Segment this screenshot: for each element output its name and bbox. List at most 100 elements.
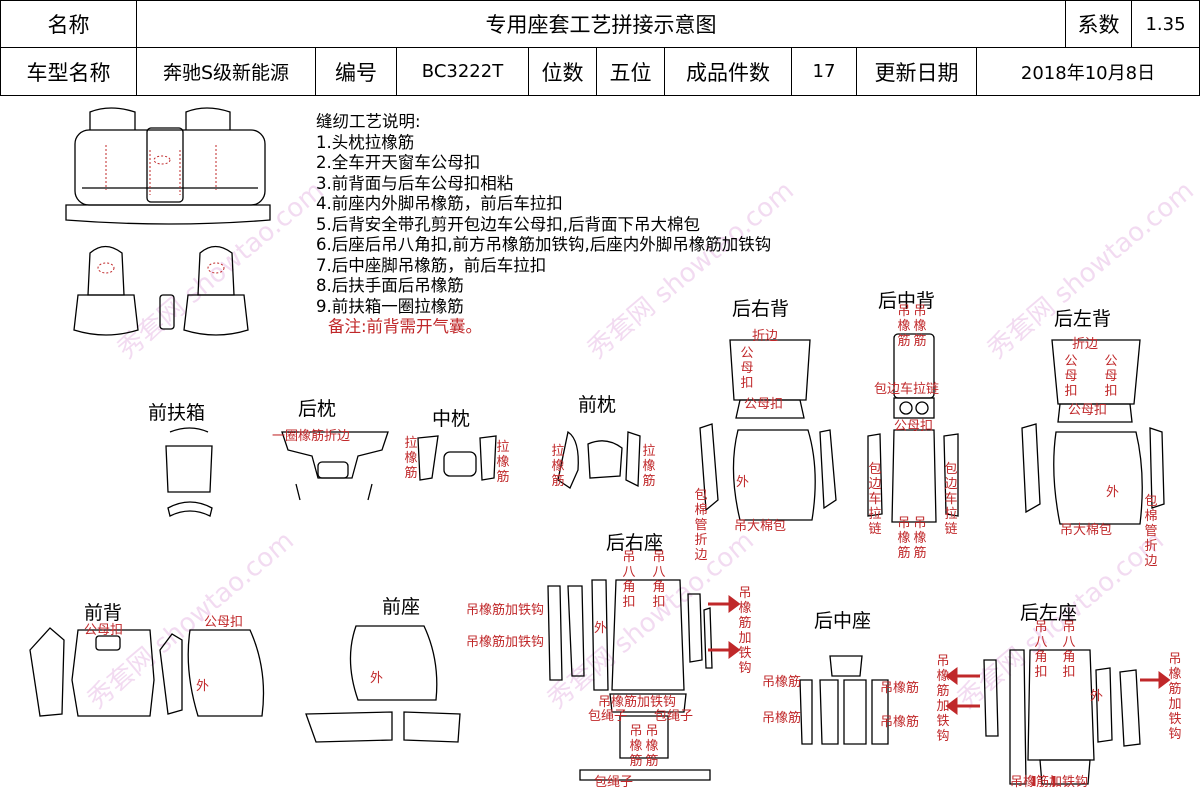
note-fold-edge: 折边	[752, 329, 779, 344]
model-label: 车型名称	[0, 47, 137, 96]
rear-right-seat-piece	[547, 579, 713, 781]
note-elastic-hook: 吊橡筋加铁钩	[598, 695, 677, 710]
label-rear-right-seat: 后右座	[606, 532, 664, 554]
note-hang-elastic: 吊橡筋	[897, 516, 911, 561]
note-snap-short: 公母扣	[1068, 403, 1108, 418]
note-hang-octagon: 吊八角扣	[1062, 620, 1076, 680]
label-front-armrest-box: 前扶箱	[148, 402, 206, 424]
front-seats-overview	[73, 245, 249, 336]
front-headrest-piece	[557, 430, 641, 489]
note-fold-edge: 折边	[1072, 337, 1099, 352]
note-snap: 公母扣	[1104, 354, 1118, 399]
pieces-value: 17	[791, 47, 857, 96]
note-wrap-pull-chain: 包边车拉链	[874, 382, 940, 397]
rear-right-back-piece	[699, 339, 837, 521]
note-wrap-rope: 包绳子	[654, 709, 694, 724]
name-label: 名称	[0, 0, 137, 48]
note-hang-elastic: 吊橡筋	[645, 724, 659, 769]
note-elastic-hook: 吊橡筋加铁钩	[936, 654, 950, 744]
note-wrap-rope-bottom: 包绳子	[594, 775, 634, 790]
seats-label: 位数	[528, 47, 597, 96]
note-elastic-hook: 吊橡筋加铁钩	[738, 586, 752, 676]
sewing-notes: 缝纫工艺说明: 1.头枕拉橡筋 2.全车开天窗车公母扣 3.前背面与后车公母扣相…	[316, 112, 771, 338]
note-pull-elastic: 拉橡筋	[404, 436, 418, 481]
note-edge-pull-chain: 包边车拉链	[944, 462, 958, 537]
label-rear-headrest: 后枕	[298, 398, 337, 420]
seats-value: 五位	[596, 47, 665, 96]
date-value: 2018年10月8日	[976, 47, 1200, 96]
note-snap-mid: 公母扣	[894, 419, 934, 434]
pieces-label: 成品件数	[664, 47, 792, 96]
rear-headrest-piece	[281, 431, 389, 501]
note-elastic-hook: 吊橡筋加铁钩	[1010, 775, 1089, 790]
note-hang-elastic: 吊橡筋	[629, 724, 643, 769]
label-rear-mid-back: 后中背	[878, 290, 936, 312]
note-outside: 外	[370, 671, 384, 686]
rear-bench-overview	[65, 107, 271, 225]
note-hang-elastic: 吊橡筋	[913, 516, 927, 561]
rear-left-back-piece	[1021, 339, 1165, 525]
note-item: 7.后中座脚吊橡筋，前后车拉扣	[316, 255, 547, 275]
note-outside: 外	[1106, 485, 1120, 500]
note-pull-elastic: 拉橡筋	[496, 440, 510, 485]
front-back-piece	[29, 627, 265, 717]
note-snap: 公母扣	[1064, 354, 1078, 399]
note-item: 3.前背面与后车公母扣相粘	[316, 173, 514, 193]
code-value: BC3222T	[396, 47, 529, 96]
note-item: 6.后座后吊八角扣,前方吊橡筋加铁钩,后座内外脚吊橡筋加铁钩	[316, 235, 772, 254]
note-snap-front: 公母扣	[204, 615, 244, 630]
note-elastic-hook: 吊橡筋加铁钩	[466, 635, 545, 650]
mid-headrest-piece	[417, 435, 497, 481]
note-hang-elastic: 吊橡筋	[897, 304, 911, 349]
note-pull-elastic: 拉橡筋	[642, 444, 656, 489]
note-outside: 外	[1090, 689, 1104, 704]
note-hang-elastic: 吊橡筋	[762, 675, 802, 690]
note-pull-elastic: 拉橡筋	[551, 444, 565, 489]
label-rear-right-back: 后右背	[732, 298, 790, 320]
label-front-headrest: 前枕	[578, 394, 617, 416]
front-armrest-box-piece	[165, 427, 213, 517]
note-item: 9.前扶箱一圈拉橡筋	[316, 296, 464, 316]
note-snap-front: 公母扣	[84, 623, 124, 638]
note-item: 2.全车开天窗车公母扣	[316, 153, 481, 172]
note-hang-cotton: 吊大棉包	[1060, 523, 1113, 538]
note-hang-elastic: 吊橡筋	[880, 681, 920, 696]
note-hang-octagon: 吊八角扣	[1034, 620, 1048, 680]
coef-label: 系数	[1065, 0, 1132, 48]
note-hang-elastic: 吊橡筋	[880, 715, 920, 730]
date-label: 更新日期	[856, 47, 977, 96]
notes-title: 缝纫工艺说明:	[316, 112, 421, 131]
note-outside: 外	[196, 679, 210, 694]
note-elastic-edge: 一圈橡筋折边	[272, 429, 351, 444]
label-rear-left-seat: 后左座	[1020, 602, 1078, 624]
note-item: 1.头枕拉橡筋	[316, 132, 415, 152]
note-elastic-hook: 吊橡筋加铁钩	[466, 603, 545, 618]
label-rear-mid-seat: 后中座	[814, 610, 872, 632]
note-item: 5.后背安全带孔剪开包边车公母扣,后背面下吊大棉包	[316, 214, 700, 234]
note-wrap-tube-fold: 包棉管折边	[694, 488, 708, 563]
rear-left-seat-piece	[983, 649, 1141, 785]
notes-remark: 备注:前背需开气囊。	[328, 317, 483, 336]
note-item: 4.前座内外脚吊橡筋，前后车拉扣	[316, 194, 563, 213]
label-mid-headrest: 中枕	[432, 408, 471, 430]
header-table: 名称 专用座套工艺拼接示意图 系数 1.35 车型名称 奔驰S级新能源 编号 B…	[0, 0, 1200, 96]
label-front-back: 前背	[84, 602, 123, 624]
note-hang-elastic: 吊橡筋	[913, 304, 927, 349]
label-rear-left-back: 后左背	[1054, 308, 1112, 330]
rear-mid-back-piece	[867, 333, 959, 523]
note-wrap-tube-fold: 包棉管折边	[1144, 494, 1158, 569]
front-seat-piece	[305, 625, 461, 743]
rear-mid-seat-piece	[799, 655, 889, 745]
note-snap-short: 公母扣	[744, 397, 784, 412]
note-hang-octagon: 吊八角扣	[652, 550, 666, 610]
note-snap: 公母扣	[740, 346, 754, 391]
label-front-seat: 前座	[382, 596, 421, 618]
note-edge-pull-chain: 包边车拉链	[868, 462, 882, 537]
note-hang-cotton: 吊大棉包	[734, 519, 787, 534]
note-outside: 外	[594, 621, 608, 636]
note-elastic-hook: 吊橡筋加铁钩	[1168, 652, 1182, 742]
coef-value: 1.35	[1131, 0, 1200, 48]
note-outside: 外	[736, 475, 750, 490]
note-wrap-rope: 包绳子	[588, 709, 628, 724]
